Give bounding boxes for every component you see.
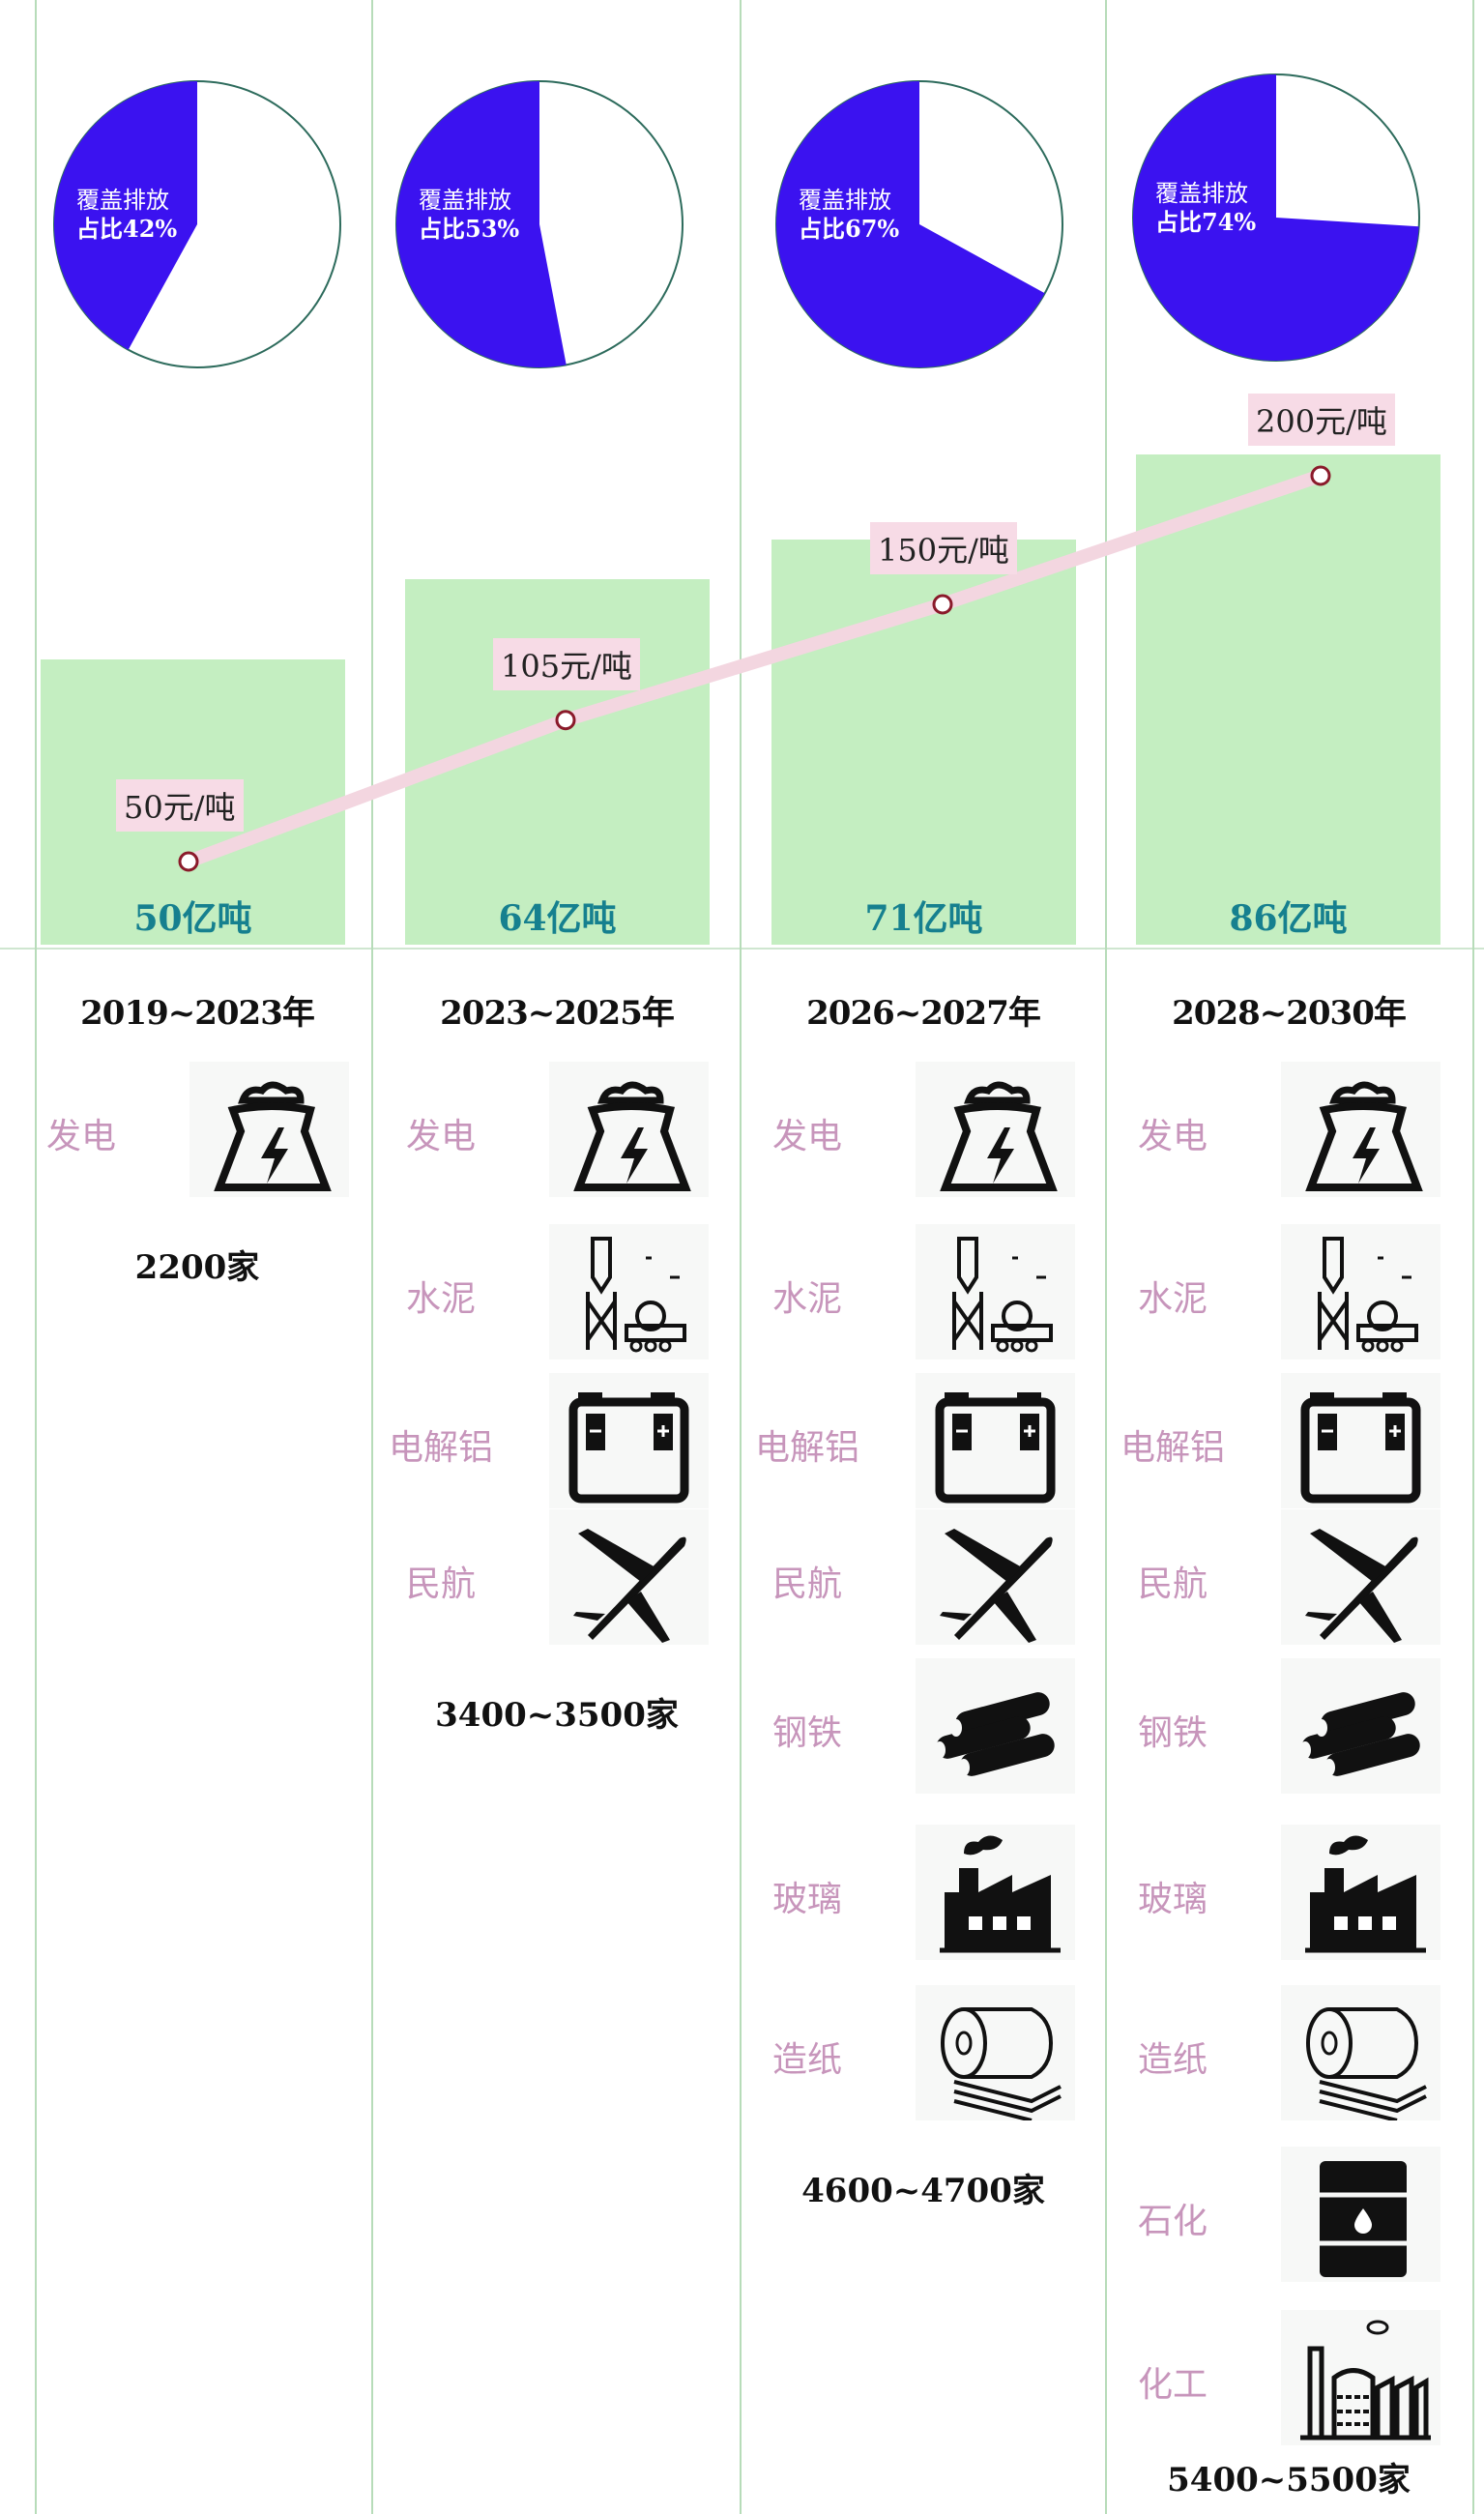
steel-pipes-icon [1281, 1658, 1440, 1794]
cement-plant-icon [916, 1224, 1075, 1359]
battery-icon [916, 1373, 1075, 1508]
sector-label: 石化 [1137, 2202, 1208, 2241]
sector-label: 发电 [45, 1117, 116, 1156]
oil-barrel-icon [1281, 2147, 1440, 2282]
pie-slice-covered [776, 81, 1045, 367]
pie-label: 覆盖排放占比53% [419, 186, 519, 244]
sector-label: 水泥 [405, 1279, 476, 1319]
pie-label-line2: 占比67% [799, 215, 900, 243]
airplane-icon [1281, 1509, 1440, 1645]
airplane-icon [549, 1509, 709, 1645]
column-divider [35, 0, 37, 2514]
price-point [555, 710, 576, 731]
company-count: 3400~3500家 [435, 1696, 679, 1735]
pie-label: 覆盖排放占比67% [799, 186, 899, 244]
sector-label: 民航 [1137, 1564, 1208, 1604]
sector-label: 电解铝 [754, 1428, 859, 1468]
battery-icon [549, 1373, 709, 1508]
power-plant-icon [189, 1062, 349, 1197]
sector-label: 电解铝 [388, 1428, 493, 1468]
battery-icon [1281, 1373, 1440, 1508]
pie-label: 覆盖排放占比74% [1155, 179, 1256, 237]
price-point [1310, 465, 1331, 486]
price-label: 105元/吨 [493, 637, 640, 690]
pie-label-line1: 覆盖排放 [1155, 180, 1248, 207]
sector-label: 电解铝 [1120, 1428, 1225, 1468]
sector-label: 钢铁 [1137, 1713, 1208, 1753]
sector-label: 造纸 [1137, 2040, 1208, 2080]
chemical-plant-icon [1281, 2310, 1440, 2445]
sector-label: 水泥 [771, 1279, 842, 1319]
period-label: 2026~2027年 [806, 994, 1041, 1033]
price-point [178, 851, 199, 872]
power-plant-icon [916, 1062, 1075, 1197]
pie-slice-covered [396, 81, 567, 367]
price-line-chart [178, 465, 1331, 872]
period-label: 2028~2030年 [1172, 994, 1407, 1033]
emission-bar: 86亿吨 [1136, 453, 1440, 945]
sector-label: 造纸 [771, 2040, 842, 2080]
sector-label: 发电 [1137, 1117, 1208, 1156]
pie-label-line1: 覆盖排放 [76, 187, 169, 214]
pie-label-line2: 占比74% [1155, 208, 1257, 236]
pie-label-line1: 覆盖排放 [419, 187, 511, 214]
column-divider [740, 0, 742, 2514]
factory-icon [916, 1825, 1075, 1960]
cement-plant-icon [549, 1224, 709, 1359]
price-point [932, 594, 953, 615]
coverage-pie [775, 80, 1063, 368]
emission-bar-label: 71亿吨 [864, 897, 983, 939]
price-label: 50元/吨 [116, 779, 244, 832]
price-label: 200元/吨 [1248, 394, 1395, 446]
company-count: 2200家 [134, 1248, 260, 1287]
factory-icon [1281, 1825, 1440, 1960]
sector-label: 发电 [771, 1117, 842, 1156]
price-label: 150元/吨 [870, 522, 1017, 574]
sector-label: 民航 [405, 1564, 476, 1604]
pie-label-line2: 占比53% [419, 215, 520, 243]
emission-bar-label: 86亿吨 [1229, 897, 1348, 939]
pie-slice-covered [53, 81, 198, 350]
sector-label: 钢铁 [771, 1713, 842, 1753]
emission-bar-label: 64亿吨 [498, 897, 617, 939]
paper-roll-icon [916, 1985, 1075, 2122]
column-divider [1472, 0, 1474, 2514]
sector-label: 民航 [771, 1564, 842, 1604]
coverage-pie [1132, 73, 1420, 362]
pie-label-line1: 覆盖排放 [799, 187, 891, 214]
power-plant-icon [549, 1062, 709, 1197]
sector-label: 水泥 [1137, 1279, 1208, 1319]
sector-label: 发电 [405, 1117, 476, 1156]
coverage-pie [53, 80, 341, 368]
sector-label: 玻璃 [771, 1880, 842, 1919]
pie-label: 覆盖排放占比42% [76, 186, 177, 244]
sector-label: 玻璃 [1137, 1880, 1208, 1919]
power-plant-icon [1281, 1062, 1440, 1197]
sector-label: 化工 [1137, 2365, 1208, 2405]
steel-pipes-icon [916, 1658, 1075, 1794]
cement-plant-icon [1281, 1224, 1440, 1359]
divider [0, 948, 1484, 950]
period-label: 2023~2025年 [440, 994, 675, 1033]
price-line [186, 469, 1324, 868]
coverage-pie [395, 80, 684, 368]
pie-slice-covered [1133, 74, 1419, 361]
paper-roll-icon [1281, 1985, 1440, 2122]
column-divider [1105, 0, 1107, 2514]
company-count: 4600~4700家 [801, 2172, 1045, 2210]
period-label: 2019~2023年 [80, 994, 315, 1033]
pie-label-line2: 占比42% [76, 215, 178, 243]
emission-bar-label: 50亿吨 [133, 898, 252, 939]
airplane-icon [916, 1509, 1075, 1645]
company-count: 5400~5500家 [1167, 2461, 1411, 2499]
column-divider [371, 0, 373, 2514]
